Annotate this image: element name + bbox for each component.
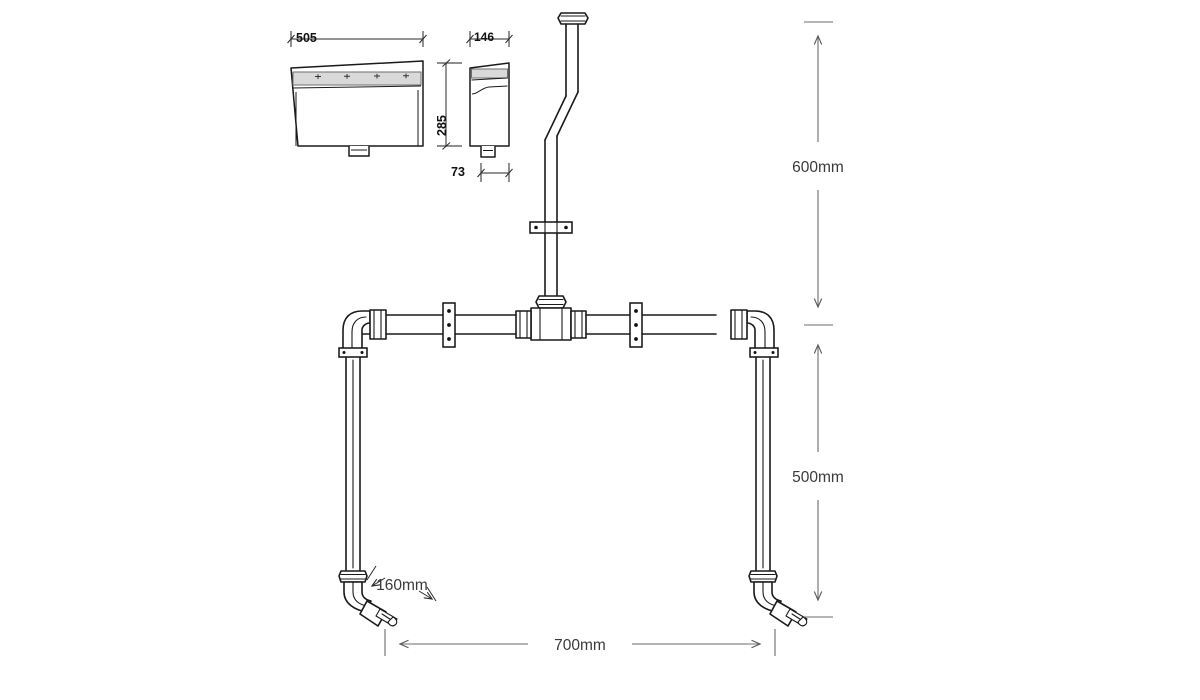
pipe-clamp-right: [749, 347, 779, 358]
dimension-label-285: 285: [435, 115, 449, 136]
dimension-label-505: 505: [296, 31, 317, 45]
pipe-coupling-right-lower: [748, 570, 778, 583]
cistern-dimension-505: 505: [287, 31, 427, 47]
wall-bracket-right-horizontal: [629, 302, 643, 348]
pipe-coupling-tee-right: [570, 310, 587, 339]
pipe-clamp-left: [338, 347, 368, 358]
wall-bracket-riser: [529, 221, 573, 234]
dimension-label-73: 73: [451, 165, 465, 179]
pipe-coupling-tee-left: [515, 310, 532, 339]
cistern-dimension-285: 285: [435, 59, 462, 150]
dimension-label-160mm: 160mm: [376, 577, 428, 594]
left-elbow: [338, 309, 387, 358]
horizontal-pipe-run: [361, 302, 717, 348]
dimension-700mm: 700mm: [384, 629, 776, 656]
riser-top-cap: [557, 12, 589, 25]
dimension-600mm: 600mm: [792, 21, 844, 326]
cistern-dimension-146: 146: [466, 30, 513, 47]
left-down-pipe: [345, 356, 361, 572]
dimension-500mm: 500mm: [792, 324, 844, 618]
dimension-label-500mm: 500mm: [792, 469, 844, 486]
right-outlet-spout: [748, 570, 808, 627]
cistern-dimension-73: 73: [451, 163, 513, 182]
cistern-side-view: [469, 62, 510, 158]
dimension-label-700mm: 700mm: [554, 637, 606, 654]
right-down-pipe: [755, 356, 771, 572]
right-elbow: [730, 309, 779, 358]
wall-bracket-left-horizontal: [442, 302, 456, 348]
left-outlet-spout: [338, 570, 398, 627]
dimension-label-600mm: 600mm: [792, 159, 844, 176]
dimension-label-146: 146: [474, 30, 494, 44]
cistern-front-view: [290, 60, 424, 157]
tee-fitting: [515, 295, 587, 341]
pipe-coupling-right-elbow: [730, 309, 748, 340]
pipe-coupling-left-lower: [338, 570, 368, 583]
pipe-coupling-left-elbow: [369, 309, 387, 340]
dimension-160mm: 160mm: [366, 565, 437, 602]
riser-pipe: [529, 12, 589, 301]
cistern-lid-screws: [315, 73, 409, 79]
